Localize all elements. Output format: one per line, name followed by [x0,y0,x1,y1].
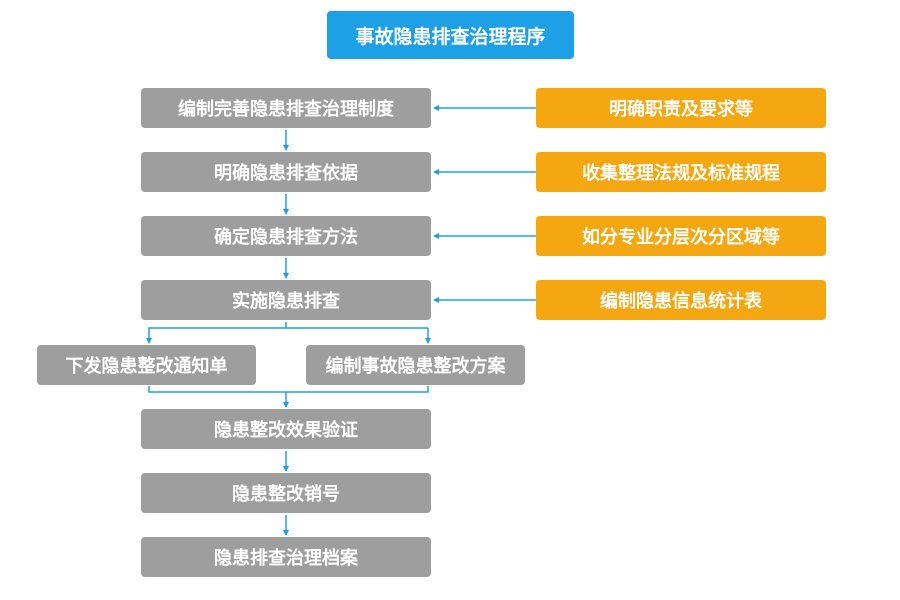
note-regulations: 收集整理法规及标准规程 [536,152,826,192]
step-determine-method: 确定隐患排查方法 [141,216,431,256]
note-statistics-table: 编制隐患信息统计表 [536,280,826,320]
step-verify-effect: 隐患整改效果验证 [141,409,431,449]
step-close-out: 隐患整改销号 [141,473,431,513]
branch-rectification-plan: 编制事故隐患整改方案 [306,345,525,385]
merge-connector [148,386,429,393]
branch-issue-notice: 下发隐患整改通知单 [37,345,256,385]
step-clarify-basis: 明确隐患排查依据 [141,152,431,192]
note-responsibilities: 明确职责及要求等 [536,88,826,128]
step-implement-inspection: 实施隐患排查 [141,280,431,320]
step-formulate-system: 编制完善隐患排查治理制度 [141,88,431,128]
step-archive: 隐患排查治理档案 [141,537,431,577]
diagram-title: 事故隐患排查治理程序 [327,11,574,59]
note-categorization: 如分专业分层次分区域等 [536,216,826,256]
split-connector [146,322,287,344]
